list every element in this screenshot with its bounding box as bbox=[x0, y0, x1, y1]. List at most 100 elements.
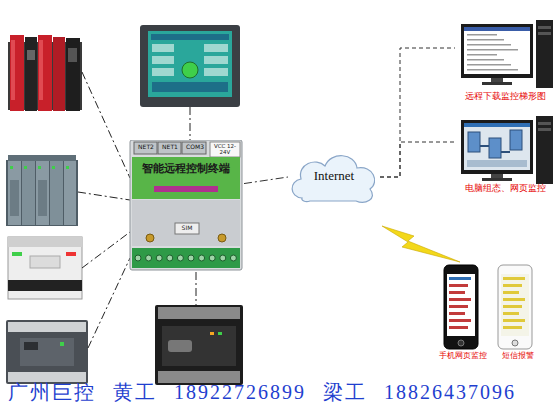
screen-row bbox=[449, 305, 468, 308]
phone-body bbox=[498, 265, 532, 349]
node-shape bbox=[492, 262, 544, 364]
screen-row bbox=[503, 319, 525, 322]
antenna-connector bbox=[218, 234, 226, 242]
scada-panel bbox=[467, 160, 527, 167]
mobile-phone: 手机网页监控 bbox=[434, 262, 492, 364]
screen-line bbox=[467, 54, 497, 56]
port-block bbox=[182, 142, 206, 154]
port-block bbox=[134, 142, 157, 154]
monitor-base bbox=[482, 178, 512, 181]
plc-fx bbox=[8, 237, 82, 299]
screen-row bbox=[449, 326, 468, 329]
screen-line bbox=[467, 59, 504, 61]
internet-cloud: Internet bbox=[288, 148, 380, 206]
plc-omron bbox=[155, 305, 243, 385]
screen-row bbox=[449, 312, 465, 315]
screen-line bbox=[467, 44, 511, 46]
screen-row bbox=[449, 291, 465, 294]
screen-row bbox=[449, 277, 471, 280]
screen-row bbox=[449, 284, 468, 287]
pc-drive bbox=[538, 122, 551, 125]
terminal-block bbox=[132, 248, 240, 268]
terminal-screw bbox=[199, 255, 205, 261]
terminal-screw bbox=[135, 255, 141, 261]
terminal-screw bbox=[177, 255, 183, 261]
screen-row bbox=[503, 277, 525, 280]
plc-s7-200 bbox=[6, 320, 88, 384]
device-caption: 手机网页监控 bbox=[434, 352, 492, 361]
phone-screen bbox=[501, 274, 529, 336]
screen-line bbox=[467, 49, 518, 51]
sim-label: SIM bbox=[175, 225, 199, 232]
terminal-screw bbox=[230, 255, 236, 261]
phone-button bbox=[512, 340, 518, 346]
label-panel bbox=[132, 157, 240, 199]
scada-tank bbox=[489, 138, 501, 158]
phone-body bbox=[444, 265, 478, 349]
screen-row bbox=[503, 284, 522, 287]
contact-info: 广州巨控 黄工 18922726899 梁工 18826437096 bbox=[8, 381, 558, 403]
screen-row bbox=[503, 326, 522, 329]
terminal-screw bbox=[220, 255, 226, 261]
screen-line bbox=[467, 64, 511, 66]
node-shape bbox=[434, 262, 492, 364]
device-caption: 电脑组态、网页监控 bbox=[455, 184, 555, 194]
network-link bbox=[380, 142, 455, 177]
scada-pipe bbox=[480, 146, 510, 152]
power-label: VCC 12-24V bbox=[211, 143, 239, 155]
pc-monitor: 远程下载监控梯形图 bbox=[455, 20, 555, 104]
port-label: COM3 bbox=[183, 144, 207, 151]
device-body bbox=[130, 140, 242, 270]
monitor-frame bbox=[461, 120, 533, 174]
monitor-frame bbox=[461, 24, 533, 78]
terminal-screw bbox=[209, 255, 215, 261]
pc-tower bbox=[536, 116, 553, 184]
port-label: NET2 bbox=[135, 144, 157, 151]
screen-toolbar bbox=[464, 123, 530, 127]
remote-terminal: NET2NET1COM3 智能远程控制终端 VCC 12-24V SIM bbox=[128, 140, 244, 272]
terminal-screw bbox=[146, 255, 152, 261]
pc-drive bbox=[538, 32, 551, 35]
screen-line bbox=[467, 34, 497, 36]
phone-button bbox=[458, 340, 464, 346]
screen-toolbar bbox=[464, 27, 530, 31]
wireless-lightning bbox=[382, 226, 460, 262]
pc-drive bbox=[538, 128, 551, 131]
screen-line bbox=[467, 39, 504, 41]
screen-row bbox=[449, 298, 471, 301]
device-title: 智能远程控制终端 bbox=[132, 163, 240, 175]
screen-row bbox=[503, 305, 522, 308]
network-link bbox=[244, 177, 288, 184]
screen-row bbox=[449, 319, 471, 322]
monitor-screen bbox=[464, 27, 530, 74]
device-caption: 远程下载监控梯形图 bbox=[455, 92, 555, 102]
cloud-label: Internet bbox=[288, 169, 380, 183]
pc-monitor: 电脑组态、网页监控 bbox=[455, 116, 555, 196]
label-stripe bbox=[154, 186, 218, 192]
rail-area bbox=[132, 200, 240, 246]
screen-row bbox=[503, 291, 519, 294]
antenna-connector bbox=[146, 234, 154, 242]
monitor-screen bbox=[464, 123, 530, 170]
screen-line bbox=[467, 69, 518, 71]
screen-row bbox=[503, 312, 519, 315]
scada-tank bbox=[468, 132, 480, 152]
monitor-base bbox=[482, 82, 512, 85]
sim-slot bbox=[175, 223, 199, 234]
power-label-plate bbox=[210, 142, 240, 157]
terminal-screw bbox=[156, 255, 162, 261]
terminal-screw bbox=[167, 255, 173, 261]
plc-rack-red bbox=[8, 35, 82, 111]
hmi-panel bbox=[140, 25, 240, 107]
plc-s7-300 bbox=[6, 155, 78, 226]
port-label: NET1 bbox=[159, 144, 181, 151]
mobile-phone: 短信报警 bbox=[492, 262, 544, 364]
pc-tower bbox=[536, 20, 553, 88]
network-link bbox=[380, 48, 455, 177]
phone-screen bbox=[447, 274, 475, 336]
scada-tank bbox=[510, 130, 522, 150]
port-block bbox=[158, 142, 181, 154]
